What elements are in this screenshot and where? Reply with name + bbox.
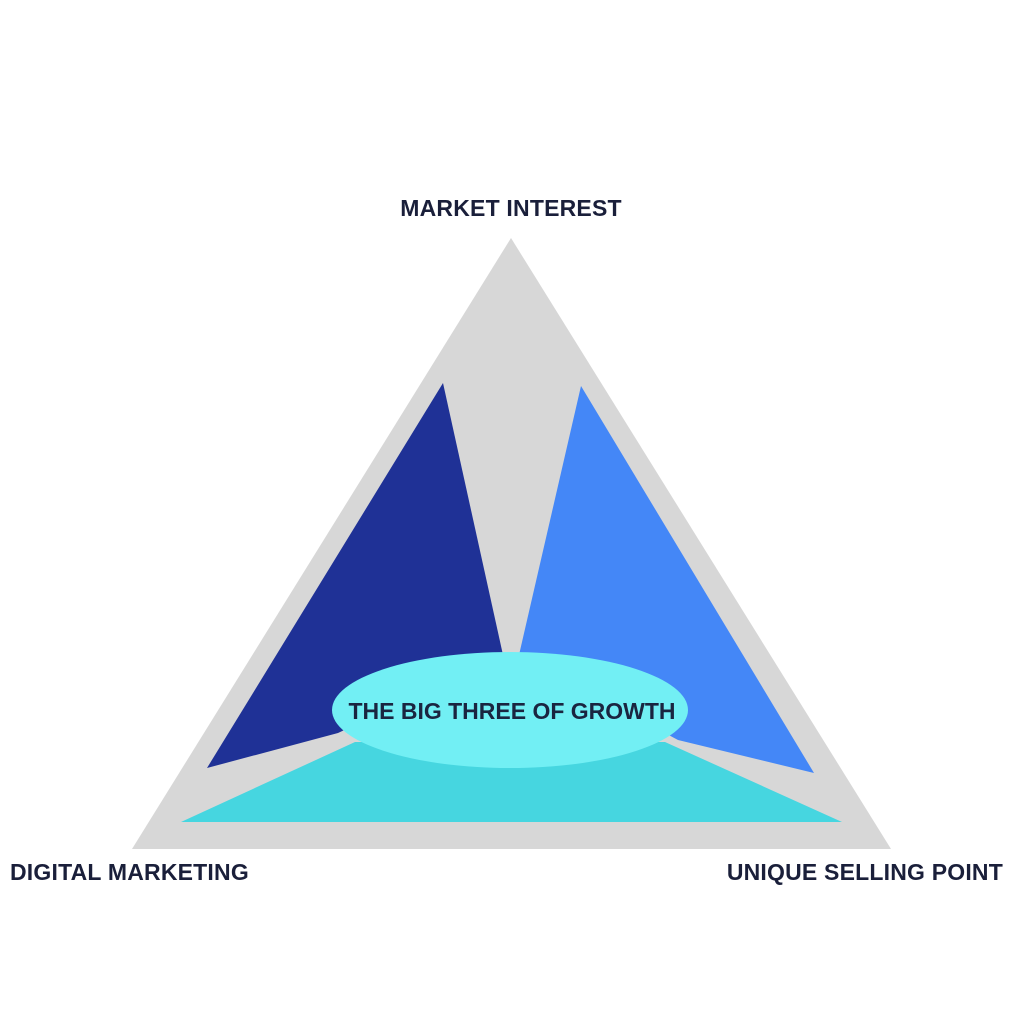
- label-unique-selling-point: UNIQUE SELLING POINT: [727, 859, 1003, 885]
- label-center-big-three: THE BIG THREE OF GROWTH: [348, 698, 675, 724]
- center-ellipse: [332, 652, 688, 768]
- label-digital-marketing: DIGITAL MARKETING: [10, 859, 249, 885]
- label-market-interest: MARKET INTEREST: [400, 195, 622, 221]
- bottom-wedge: [181, 742, 842, 822]
